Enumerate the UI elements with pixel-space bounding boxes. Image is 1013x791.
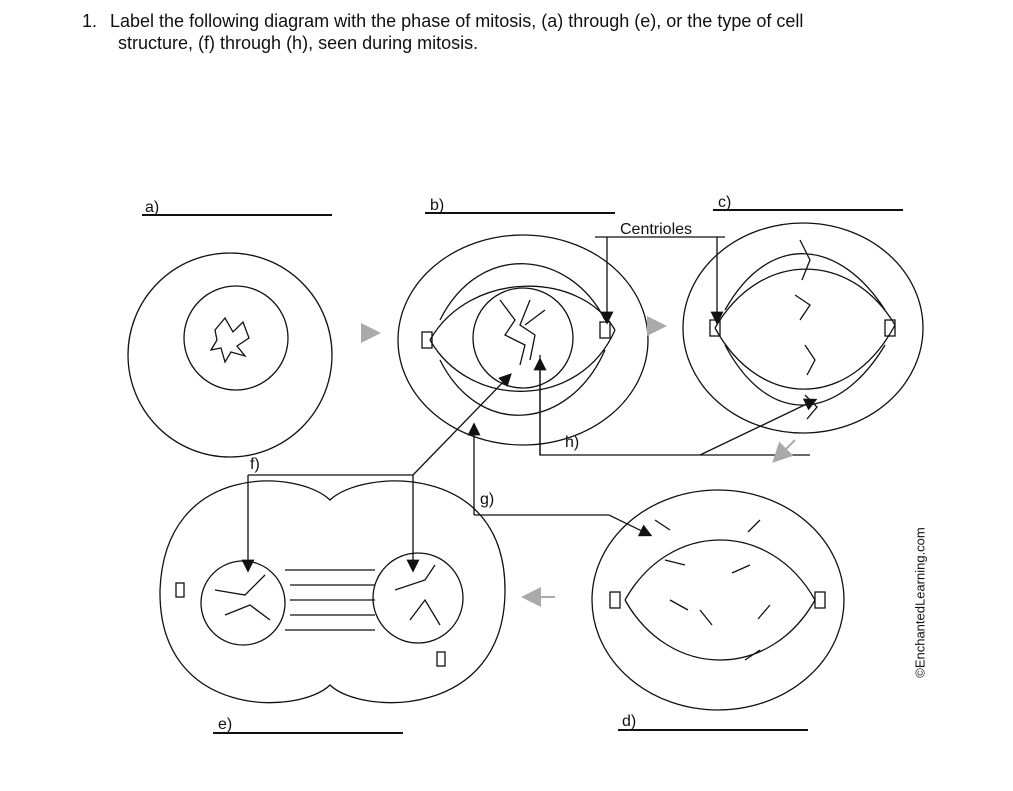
question-line-1: Label the following diagram with the pha… [110,11,804,31]
answer-lines [142,209,903,734]
question-line-2: structure, (f) through (h), seen during … [118,33,479,53]
label-g: g) [480,491,494,508]
label-h: h) [565,434,579,451]
cell-b-prophase [397,234,649,446]
label-f: f) [250,456,260,473]
cell-a-interphase [127,252,333,458]
watermark: ©EnchantedLearning.com [912,527,928,678]
centrioles-pointer [595,236,725,325]
h-pointer [533,355,818,456]
g-pointer [467,422,653,537]
cell-d-anaphase [591,489,845,711]
question-text: 1. Label the following diagram with the p… [82,10,803,54]
label-d: d) [622,713,636,730]
label-a: a) [145,199,159,216]
label-c: c) [718,194,731,211]
label-e: e) [218,716,232,733]
cell-e-telophase [159,480,506,704]
label-centrioles: Centrioles [620,221,692,238]
f-pointer [241,373,512,573]
cell-c-metaphase [682,222,924,434]
label-b: b) [430,197,444,214]
question-number: 1. [82,11,98,31]
phase-flow-arrows [361,316,796,607]
